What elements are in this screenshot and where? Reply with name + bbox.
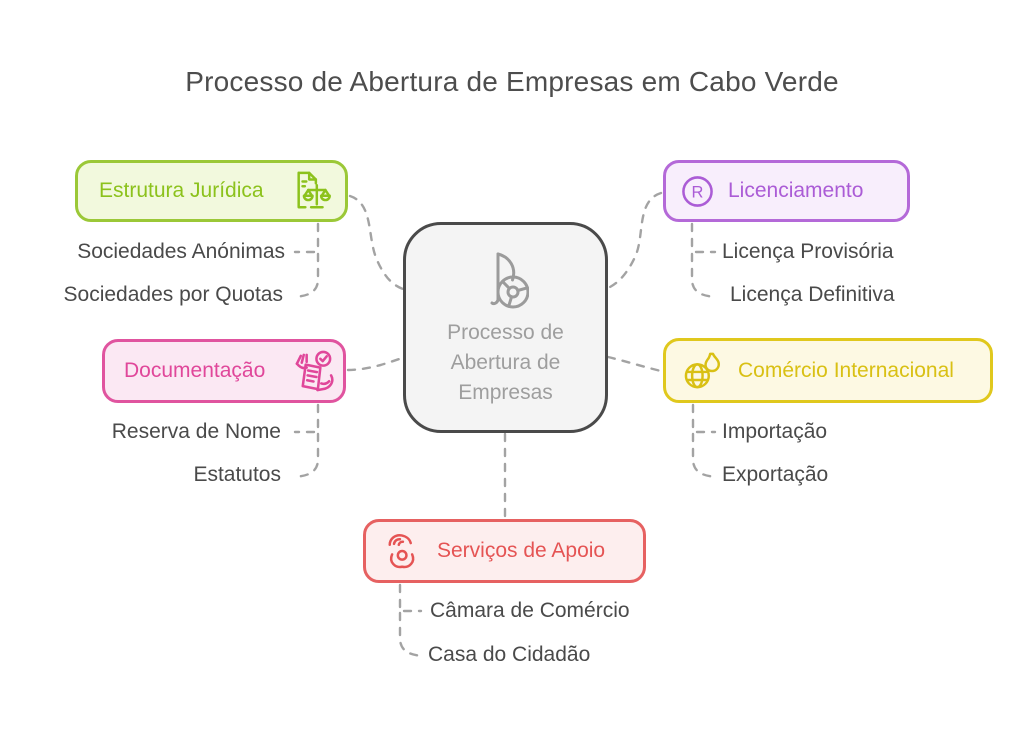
connector-documentacao-to-center xyxy=(346,356,404,372)
connector-estatutos xyxy=(292,432,320,479)
branch-estrutura-juridica[interactable]: Estrutura Jurídica xyxy=(75,160,348,222)
connector-exportacao xyxy=(691,432,719,479)
registered-letter: R xyxy=(692,183,704,201)
center-node-label: Processo de Abertura de Empresas xyxy=(447,318,564,408)
child-reserva-de-nome[interactable]: Reserva de Nome xyxy=(111,420,281,443)
legal-document-scales-icon xyxy=(291,170,335,212)
branch-licenciamento[interactable]: R Licenciamento xyxy=(663,160,910,222)
napkin-logo-icon xyxy=(490,252,529,308)
child-sociedades-anonimas[interactable]: Sociedades Anónimas xyxy=(77,240,285,263)
branch-estrutura-juridica-label: Estrutura Jurídica xyxy=(99,179,264,202)
center-label-line1: Processo de xyxy=(447,320,564,344)
document-verification-hand-icon xyxy=(292,349,335,394)
child-exportacao[interactable]: Exportação xyxy=(722,463,829,486)
center-label-line3: Empresas xyxy=(458,380,553,404)
branch-comercio-internacional[interactable]: Comércio Internacional xyxy=(663,338,993,403)
connector-sociedades-quotas xyxy=(292,252,320,299)
center-node[interactable]: Processo de Abertura de Empresas xyxy=(403,222,608,433)
branch-licenciamento-label: Licenciamento xyxy=(728,179,864,202)
branch-documentacao[interactable]: Documentação xyxy=(102,339,346,403)
branch-servicos-de-apoio[interactable]: Serviços de Apoio xyxy=(363,519,646,583)
connector-casa-do-cidadao xyxy=(398,611,425,658)
diagram-title: Processo de Abertura de Empresas em Cabo… xyxy=(185,66,839,97)
connector-center-to-comercio xyxy=(606,355,663,373)
child-importacao[interactable]: Importação xyxy=(722,420,828,443)
child-licenca-definitiva[interactable]: Licença Definitiva xyxy=(730,283,895,306)
center-label-line2: Abertura de xyxy=(450,350,561,374)
branch-documentacao-label: Documentação xyxy=(124,359,266,382)
child-camara-de-comercio[interactable]: Câmara de Comércio xyxy=(430,599,630,622)
supporting-hands-icon xyxy=(384,531,426,572)
branch-servicos-de-apoio-label: Serviços de Apoio xyxy=(437,539,606,562)
connector-estrutura-to-center xyxy=(348,194,405,291)
child-sociedades-por-quotas[interactable]: Sociedades por Quotas xyxy=(63,283,283,306)
globe-flame-icon xyxy=(682,352,726,390)
child-casa-do-cidadao[interactable]: Casa do Cidadão xyxy=(428,643,591,666)
child-estatutos[interactable]: Estatutos xyxy=(193,463,281,486)
child-licenca-provisoria[interactable]: Licença Provisória xyxy=(722,240,894,263)
connector-licenciamento-to-center xyxy=(606,191,663,290)
branch-comercio-internacional-label: Comércio Internacional xyxy=(738,358,954,382)
registered-trademark-icon: R xyxy=(681,175,714,208)
connector-licenca-definitiva xyxy=(690,252,718,299)
